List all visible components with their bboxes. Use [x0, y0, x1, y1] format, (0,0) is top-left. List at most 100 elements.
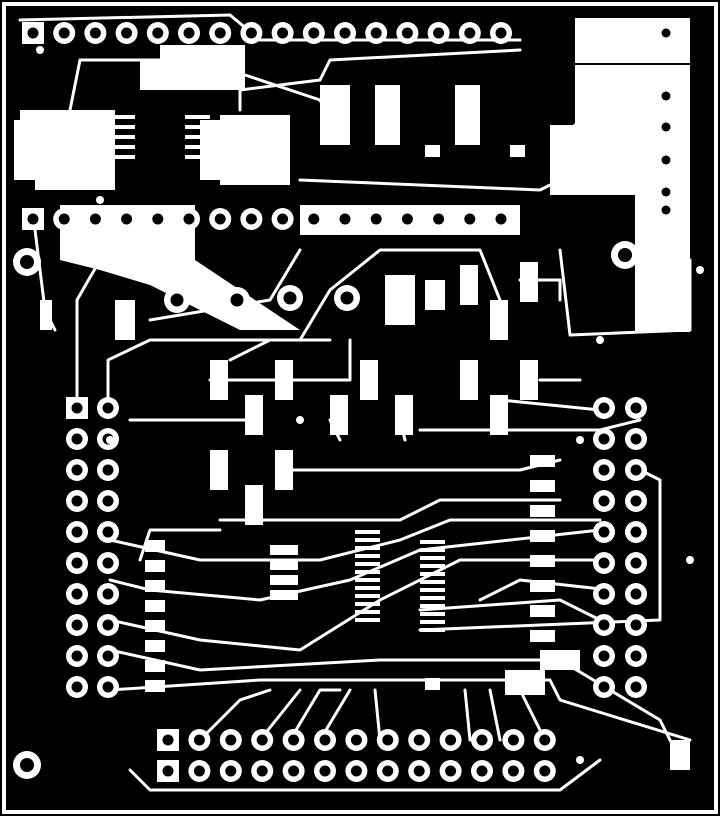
trace: [238, 48, 522, 92]
trace: [108, 528, 602, 602]
smd-pad: [420, 620, 445, 624]
drill-hole: [245, 27, 257, 39]
drill-hole: [89, 213, 101, 225]
drill-hole: [630, 557, 642, 569]
drill-hole: [401, 213, 413, 225]
via: [296, 416, 304, 424]
smd-pad: [520, 360, 538, 400]
smd-pad: [355, 618, 380, 622]
smd-pad: [420, 628, 445, 632]
smd-pad: [395, 395, 413, 435]
smd-pad: [145, 540, 165, 552]
smd-pad: [425, 280, 445, 310]
smd-pad: [245, 395, 263, 435]
trace: [478, 578, 612, 602]
smd-pad: [145, 680, 165, 692]
drill-hole: [102, 619, 114, 631]
drill-hole: [630, 681, 642, 693]
smd-pad: [520, 262, 538, 302]
trace: [138, 528, 222, 562]
drill-hole: [445, 765, 457, 777]
trace: [418, 598, 602, 622]
smd-pad: [355, 546, 380, 550]
drill-hole: [170, 293, 184, 307]
drill-hole: [598, 526, 610, 538]
drill-hole: [58, 213, 70, 225]
smd-pad: [490, 300, 508, 340]
drill-hole: [340, 291, 354, 305]
drill-hole: [288, 765, 300, 777]
smd-pad: [145, 560, 165, 572]
drill-hole: [630, 588, 642, 600]
drill-hole: [382, 765, 394, 777]
trace: [108, 558, 612, 652]
smd-pad: [145, 640, 165, 652]
trace: [75, 238, 192, 410]
smd-pad: [530, 605, 555, 617]
smd-pad: [505, 670, 545, 695]
drill-hole: [102, 588, 114, 600]
smd-pad: [110, 125, 135, 129]
drill-hole: [58, 27, 70, 39]
drill-hole: [413, 734, 425, 746]
smd-pad: [420, 572, 445, 576]
drill-hole: [464, 213, 476, 225]
smd-pad: [455, 85, 480, 145]
drill-hole: [71, 619, 83, 631]
smd-pad: [110, 145, 135, 149]
smd-pad: [420, 588, 445, 592]
drill-hole: [433, 27, 445, 39]
smd-pad: [420, 564, 445, 568]
smd-pad: [185, 135, 210, 139]
trace: [298, 123, 577, 192]
drill-hole: [20, 758, 34, 772]
smd-pad: [385, 275, 415, 325]
drill-hole: [225, 765, 237, 777]
drill-hole: [661, 205, 671, 215]
smd-pad: [425, 145, 440, 157]
drill-hole: [630, 619, 642, 631]
drill-hole: [350, 765, 362, 777]
trace: [108, 648, 682, 762]
drill-hole: [495, 27, 507, 39]
smd-pad: [575, 18, 690, 63]
trace: [488, 688, 502, 742]
drill-hole: [598, 557, 610, 569]
drill-hole: [413, 765, 425, 777]
drill-hole: [162, 765, 174, 777]
drill-hole: [256, 734, 268, 746]
trace: [108, 678, 692, 742]
drill-hole: [277, 213, 289, 225]
trace: [128, 758, 602, 792]
smd-pad: [490, 395, 508, 435]
drill-hole: [288, 734, 300, 746]
drill-hole: [152, 213, 164, 225]
smd-pad: [460, 360, 478, 400]
drill-hole: [102, 526, 114, 538]
smd-pad: [210, 360, 228, 400]
smd-pad: [355, 594, 380, 598]
trace: [198, 688, 272, 742]
smd-pad: [145, 580, 165, 592]
trace: [418, 468, 662, 632]
smd-pads: [20, 60, 690, 770]
drill-hole: [152, 27, 164, 39]
smd-pad: [530, 580, 555, 592]
drill-hole: [102, 402, 114, 414]
drill-hole: [214, 27, 226, 39]
smd-pad: [540, 650, 580, 670]
drill-hole: [630, 402, 642, 414]
drill-hole: [183, 213, 195, 225]
smd-pad: [270, 545, 298, 555]
drill-hole: [121, 27, 133, 39]
drill-hole: [370, 213, 382, 225]
drill-hole: [598, 402, 610, 414]
drill-hole: [256, 765, 268, 777]
drill-hole: [193, 765, 205, 777]
drill-hole: [661, 28, 671, 38]
smd-pad: [510, 145, 525, 157]
smd-pad: [270, 590, 298, 600]
drill-hole: [433, 213, 445, 225]
smd-pad: [20, 110, 80, 180]
smd-pad: [245, 485, 263, 525]
